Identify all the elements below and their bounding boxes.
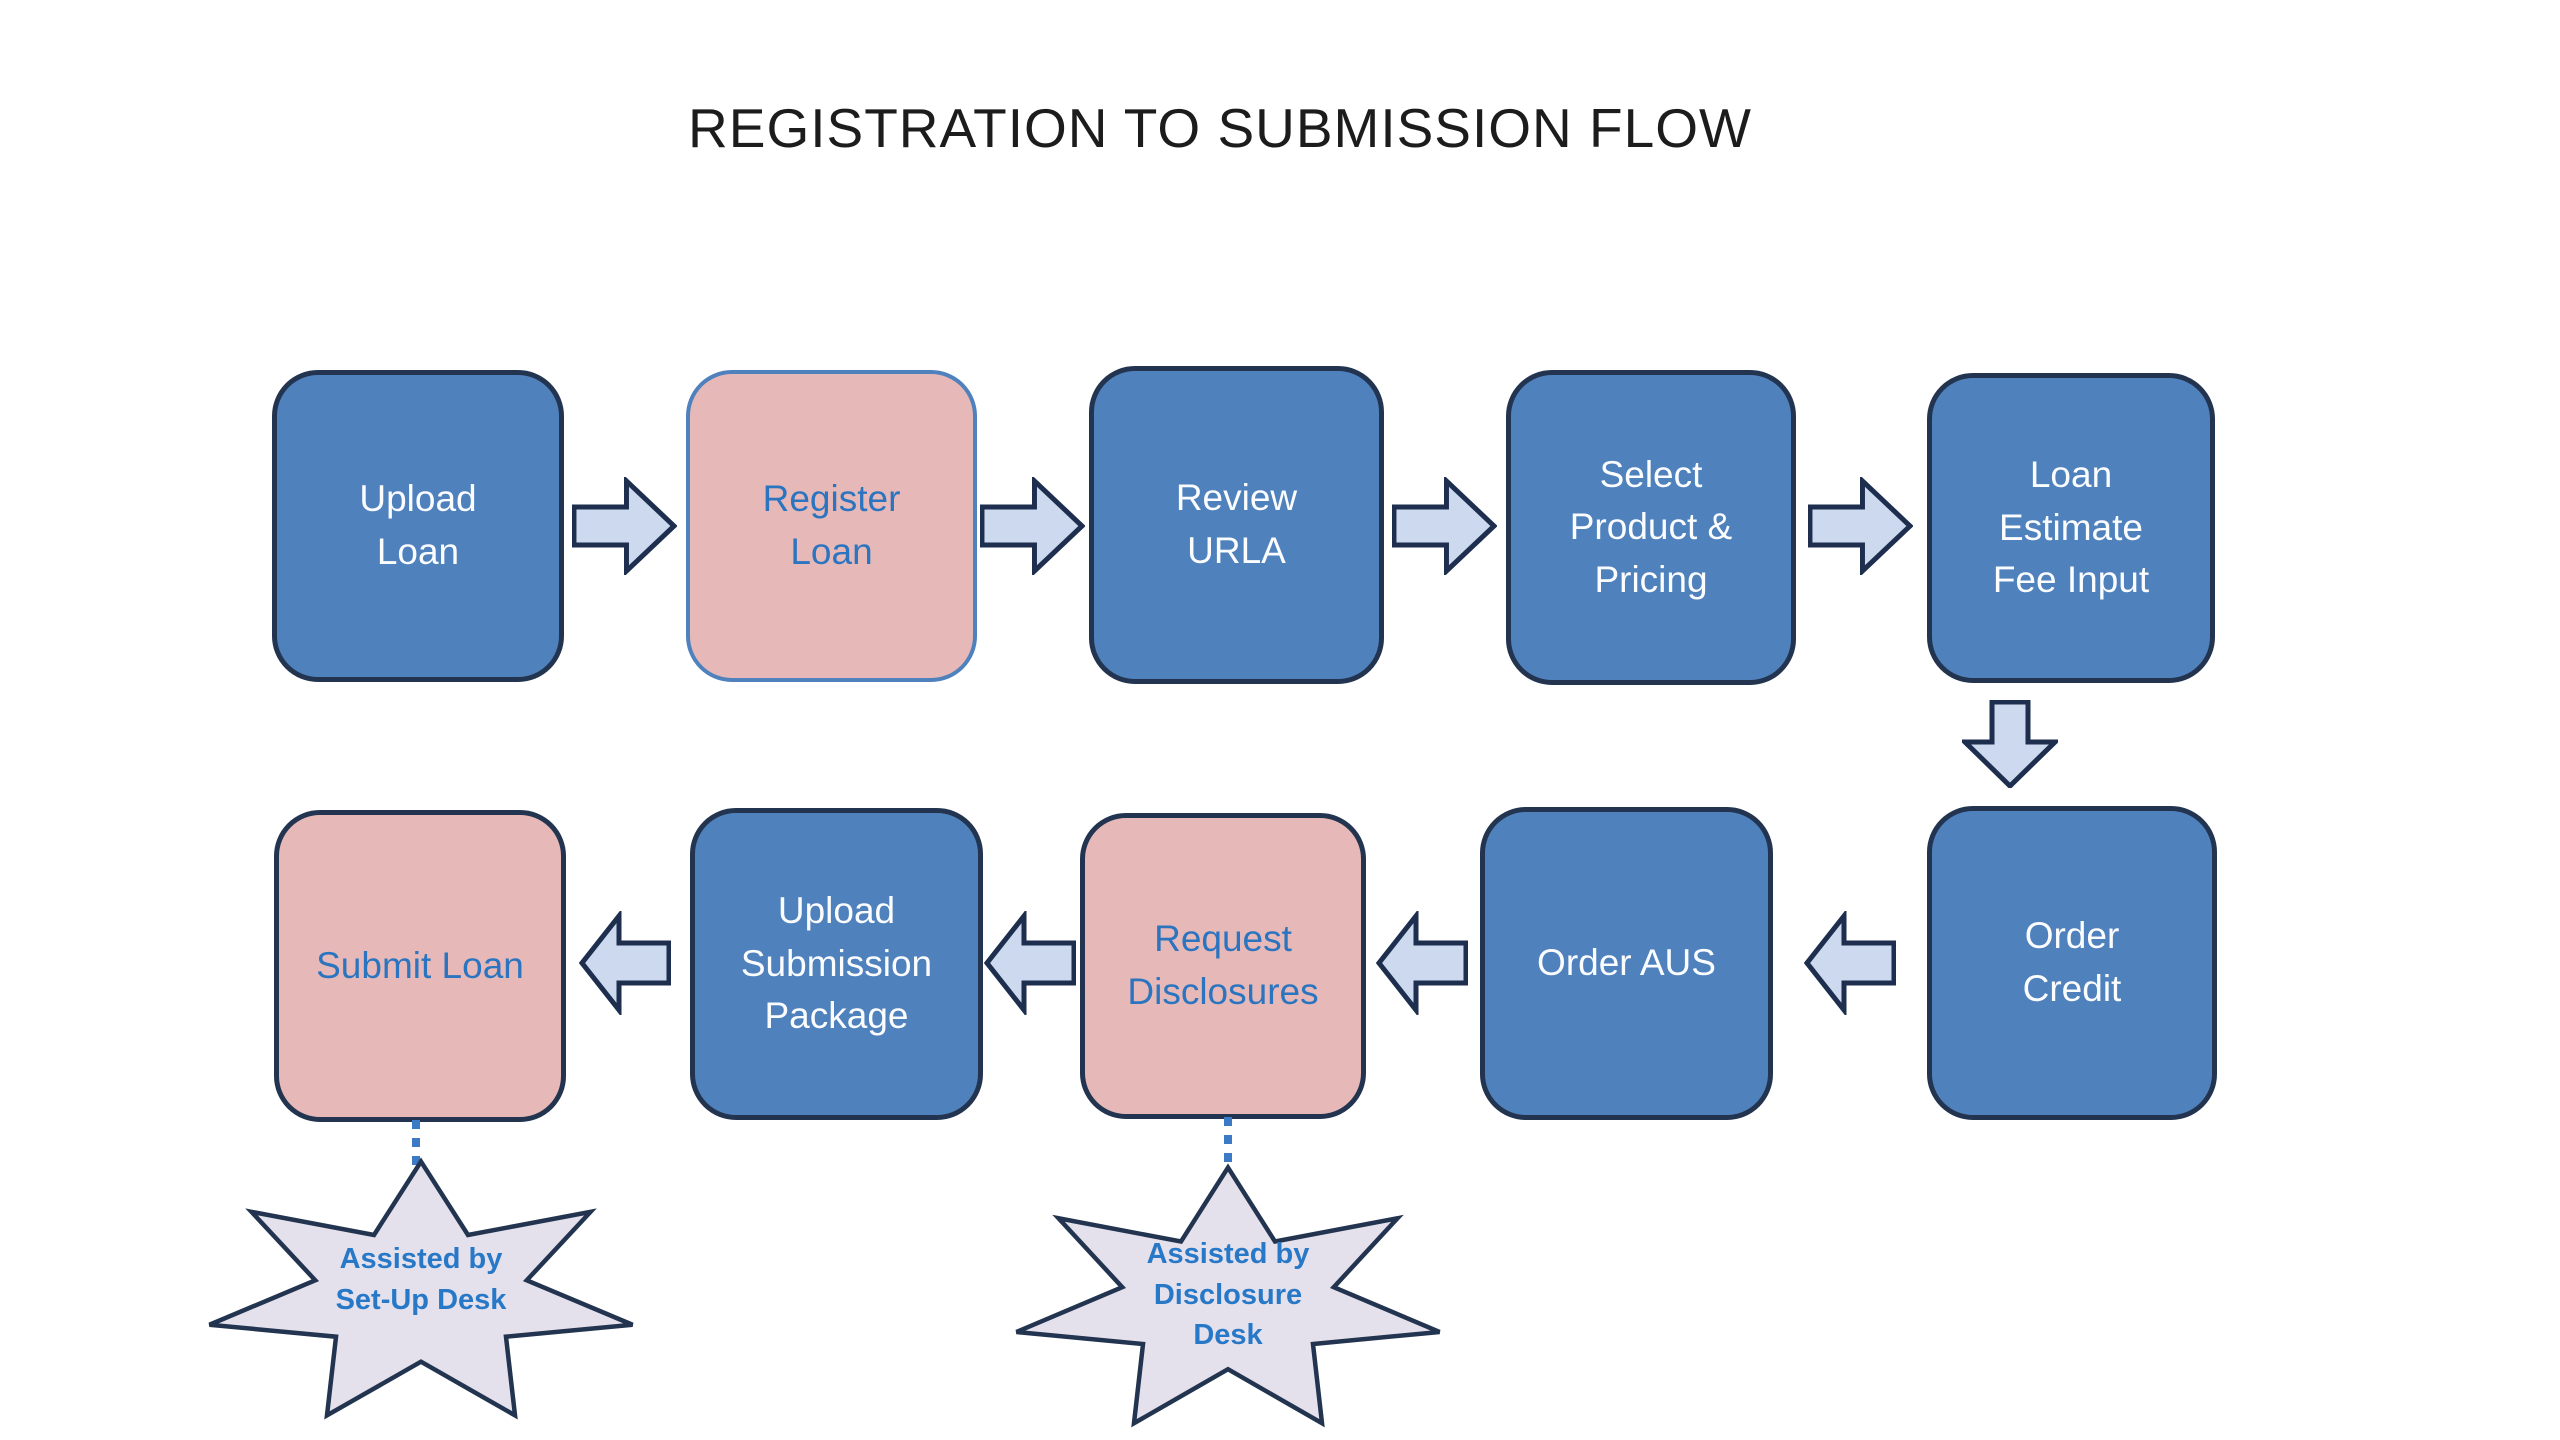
flow-arrow-right-3-icon	[1392, 477, 1497, 575]
node-request-disclosures: Request Disclosures	[1080, 813, 1366, 1119]
dotted-connector-disclosure-desk	[1224, 1117, 1232, 1171]
node-upload-loan: Upload Loan	[272, 370, 564, 682]
flow-arrow-right-4-icon	[1808, 477, 1913, 575]
flow-arrow-left-1-icon	[1804, 911, 1896, 1015]
dotted-connector-setup-desk	[412, 1120, 420, 1168]
callout-disclosure-desk-label: Assisted by Disclosure Desk	[1146, 1238, 1310, 1352]
callout-setup-desk: Assisted by Set-Up Desk	[195, 1156, 647, 1434]
node-loan-estimate-fee-input: Loan Estimate Fee Input	[1927, 373, 2215, 683]
page-title: REGISTRATION TO SUBMISSION FLOW	[688, 97, 1752, 159]
flow-arrow-down-icon	[1962, 700, 2058, 788]
node-select-product-pricing: Select Product & Pricing	[1506, 370, 1796, 685]
starburst-icon	[1002, 1162, 1454, 1440]
node-order-credit: Order Credit	[1927, 806, 2217, 1120]
flow-arrow-right-1-icon	[572, 477, 677, 575]
flow-arrow-left-2-icon	[1376, 911, 1468, 1015]
callout-disclosure-desk: Assisted by Disclosure Desk	[1002, 1162, 1454, 1440]
node-order-aus: Order AUS	[1480, 807, 1773, 1120]
flow-arrow-left-3-icon	[984, 911, 1076, 1015]
node-review-urla: Review URLA	[1089, 366, 1384, 684]
starburst-icon	[195, 1156, 647, 1434]
callout-setup-desk-label: Assisted by Set-Up Desk	[335, 1243, 507, 1316]
node-register-loan: Register Loan	[686, 370, 977, 682]
node-submit-loan: Submit Loan	[274, 810, 566, 1122]
flow-arrow-right-2-icon	[980, 477, 1085, 575]
flow-arrow-left-4-icon	[579, 911, 671, 1015]
node-upload-submission-package: Upload Submission Package	[690, 808, 983, 1120]
